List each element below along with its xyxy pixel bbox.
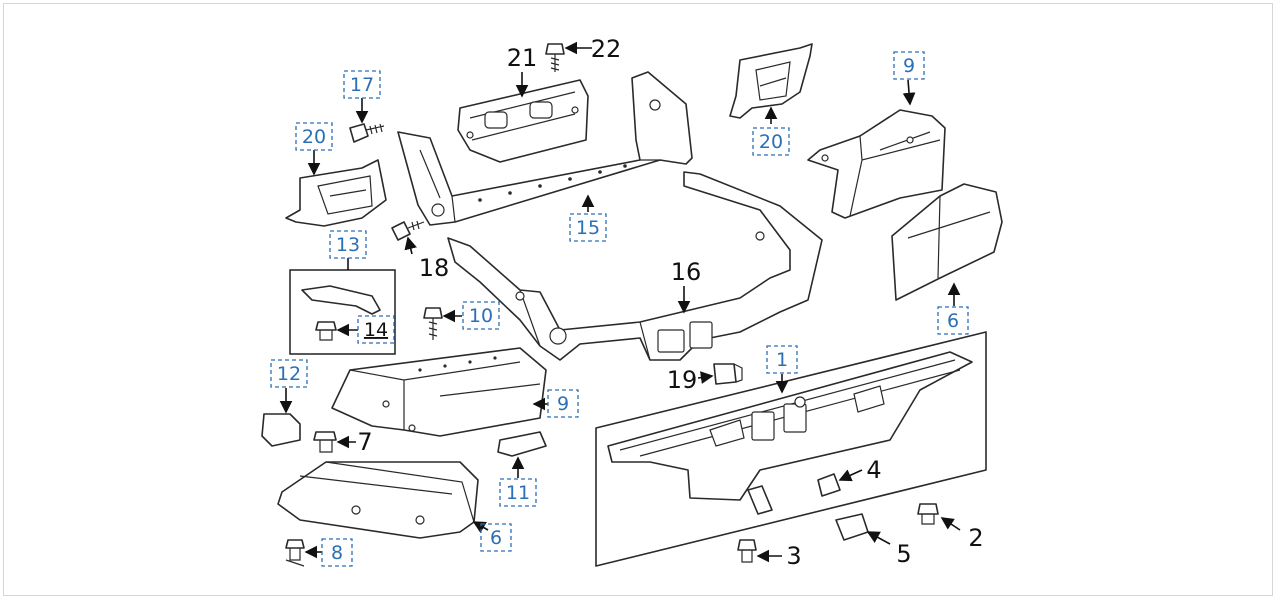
- callout-7: 7: [357, 428, 372, 456]
- callout-20-right: 20: [759, 131, 783, 153]
- callout-19: 19: [667, 366, 698, 394]
- callout-11-box: [499, 478, 537, 507]
- part-11-bracket: [497, 431, 547, 457]
- part-15-reinforcement: [397, 71, 693, 226]
- leader-19: [697, 371, 714, 384]
- inset-frame-13: [289, 269, 396, 355]
- callout-12-box: [270, 359, 308, 388]
- part-22-bolt: [545, 43, 565, 72]
- part-20-bracket-left: [285, 159, 387, 227]
- part-17-bolt: [349, 123, 385, 143]
- part-13-pad: [301, 285, 381, 315]
- callout-16: 16: [671, 258, 702, 286]
- callout-6-right: 6: [947, 310, 959, 332]
- callout-9-left: 9: [557, 393, 569, 415]
- callout-20-left-box: [295, 122, 333, 151]
- part-19-cap: [713, 363, 743, 385]
- callout-9-left-box: [547, 389, 579, 418]
- part-6-endcap-right: [891, 183, 1003, 301]
- part-4-bracket: [817, 473, 841, 497]
- callout-17: 17: [350, 74, 374, 96]
- callout-11: 11: [506, 482, 530, 504]
- part-1-step-pad: [595, 331, 987, 567]
- part-9-bracket-right: [807, 109, 946, 219]
- callout-6-left: 6: [490, 527, 502, 549]
- callout-1-box: [766, 345, 798, 374]
- part-2-clip: [917, 503, 939, 525]
- callout-5: 5: [896, 540, 911, 568]
- callout-6-left-box: [480, 523, 512, 552]
- callout-3: 3: [786, 542, 801, 570]
- leader-5: [866, 531, 891, 545]
- part-5-plug: [835, 513, 869, 541]
- part-9-bracket-left: [331, 347, 547, 437]
- callout-1: 1: [776, 349, 788, 371]
- callout-8: 8: [331, 542, 343, 564]
- callout-15-box: [569, 213, 607, 242]
- callout-13-box: [329, 230, 367, 259]
- part-7-clip: [313, 431, 337, 453]
- part-14-clip: [315, 321, 337, 341]
- leader-18: [404, 236, 417, 255]
- callout-2: 2: [968, 524, 983, 552]
- part-12-sensor: [261, 413, 301, 447]
- part-10-bolt: [423, 307, 443, 340]
- callout-9-right: 9: [903, 55, 915, 77]
- callout-4: 4: [866, 456, 881, 484]
- leader-9-right: [902, 79, 916, 106]
- callout-20-left: 20: [302, 126, 326, 148]
- callout-17-box: [343, 70, 381, 99]
- leader-4: [838, 469, 863, 482]
- part-16-hitch: [447, 171, 823, 361]
- callout-9-right-box: [893, 51, 925, 80]
- callout-10: 10: [469, 305, 493, 327]
- callout-15: 15: [576, 217, 600, 239]
- leader-2: [940, 517, 961, 531]
- part-21-center-bracket: [457, 79, 589, 163]
- part-step-clip: [747, 485, 773, 515]
- part-18-bolt: [391, 220, 425, 241]
- callout-13: 13: [336, 234, 360, 256]
- part-3-clip: [737, 539, 757, 563]
- part-6-endcap-left: [277, 461, 479, 539]
- callout-22: 22: [591, 35, 622, 63]
- callout-18: 18: [419, 254, 450, 282]
- callout-14-box: [357, 315, 395, 344]
- part-8-clip: [285, 539, 305, 567]
- part-20-bracket-right: [729, 43, 813, 119]
- callout-20-right-box: [752, 127, 790, 156]
- callout-12: 12: [277, 363, 301, 385]
- callout-21: 21: [507, 44, 538, 72]
- callout-14: 14: [364, 319, 388, 341]
- callout-10-box: [462, 301, 500, 330]
- callout-6-right-box: [937, 306, 969, 335]
- callout-8-box: [321, 538, 353, 567]
